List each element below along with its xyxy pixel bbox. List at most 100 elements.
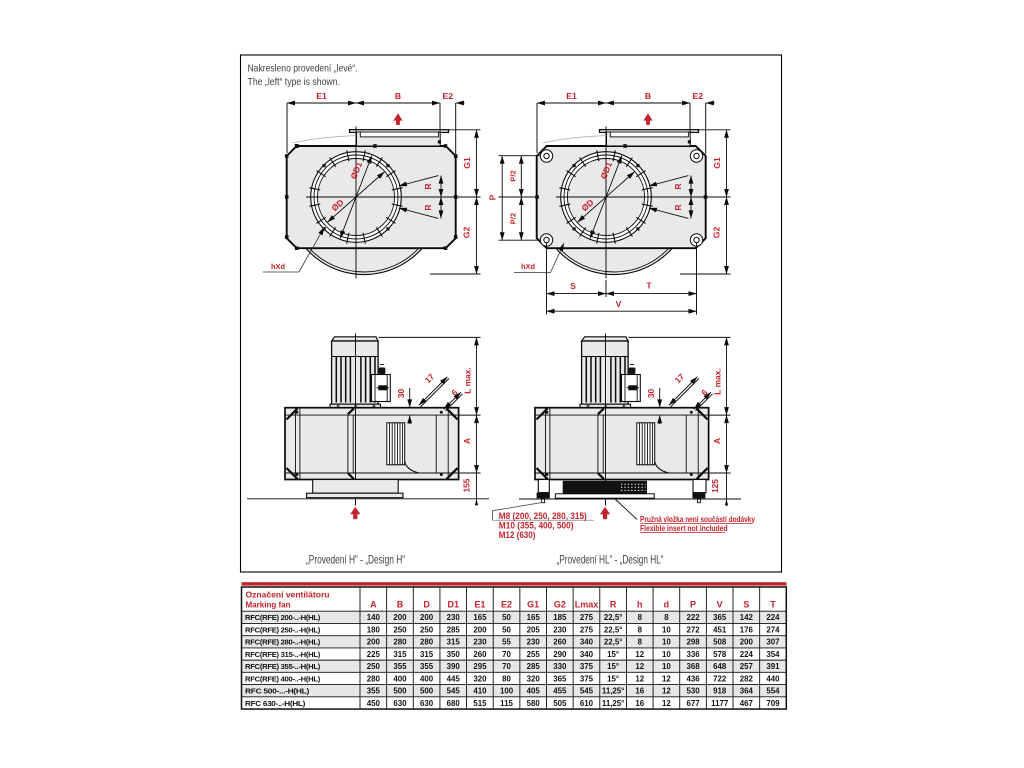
svg-text:V: V xyxy=(616,299,622,309)
svg-text:230: 230 xyxy=(527,638,541,647)
svg-text:P/2: P/2 xyxy=(509,213,518,224)
svg-text:405: 405 xyxy=(527,687,541,696)
svg-text:400: 400 xyxy=(393,674,407,683)
svg-text:225: 225 xyxy=(367,650,381,659)
svg-text:hXd: hXd xyxy=(271,262,285,271)
svg-text:L max.: L max. xyxy=(462,367,472,393)
svg-text:282: 282 xyxy=(740,674,754,683)
svg-text:8: 8 xyxy=(638,625,643,634)
svg-text:„Provedení HL“ - „Design HL“: „Provedení HL“ - „Design HL“ xyxy=(557,554,664,567)
svg-text:RFC(RFE) 355-..-H(HL): RFC(RFE) 355-..-H(HL) xyxy=(245,662,321,671)
svg-text:10: 10 xyxy=(662,638,671,647)
svg-text:307: 307 xyxy=(766,638,780,647)
svg-text:580: 580 xyxy=(527,699,541,708)
svg-text:680: 680 xyxy=(447,699,461,708)
svg-text:280: 280 xyxy=(367,674,381,683)
svg-text:390: 390 xyxy=(447,662,461,671)
svg-text:A: A xyxy=(712,438,722,444)
svg-text:315: 315 xyxy=(393,650,407,659)
svg-text:Označení ventilátoru: Označení ventilátoru xyxy=(246,590,330,600)
svg-text:320: 320 xyxy=(473,674,487,683)
svg-text:d: d xyxy=(664,600,670,610)
svg-text:RFC(RFE) 200-..-H(HL): RFC(RFE) 200-..-H(HL) xyxy=(245,613,321,622)
svg-text:70: 70 xyxy=(502,662,511,671)
svg-text:10: 10 xyxy=(662,662,671,671)
svg-text:115: 115 xyxy=(500,699,513,708)
svg-text:530: 530 xyxy=(686,687,700,696)
svg-text:M12 (630): M12 (630) xyxy=(499,530,536,540)
svg-text:648: 648 xyxy=(713,662,727,671)
svg-text:10: 10 xyxy=(662,650,671,659)
svg-text:315: 315 xyxy=(447,638,461,647)
svg-text:80: 80 xyxy=(502,674,511,683)
svg-text:445: 445 xyxy=(447,674,461,683)
svg-text:545: 545 xyxy=(580,687,594,696)
svg-text:365: 365 xyxy=(553,674,567,683)
svg-text:554: 554 xyxy=(766,687,780,696)
svg-text:355: 355 xyxy=(393,662,407,671)
svg-text:250: 250 xyxy=(420,625,434,634)
svg-text:50: 50 xyxy=(502,625,511,634)
svg-text:B: B xyxy=(397,600,404,610)
svg-text:410: 410 xyxy=(473,687,487,696)
svg-text:B: B xyxy=(395,91,401,101)
svg-text:8: 8 xyxy=(664,613,669,622)
svg-text:RFC(RFE) 280-..-H(HL): RFC(RFE) 280-..-H(HL) xyxy=(245,638,321,647)
svg-text:L max.: L max. xyxy=(712,368,722,394)
svg-text:G2: G2 xyxy=(462,227,472,239)
svg-text:Marking fan: Marking fan xyxy=(246,600,291,610)
svg-text:260: 260 xyxy=(473,650,487,659)
svg-text:15°: 15° xyxy=(607,650,619,659)
svg-text:450: 450 xyxy=(367,699,381,708)
svg-text:A: A xyxy=(462,438,472,444)
svg-text:M10 (355, 400, 500): M10 (355, 400, 500) xyxy=(499,521,574,531)
svg-text:250: 250 xyxy=(367,662,381,671)
svg-text:451: 451 xyxy=(713,625,727,634)
svg-text:15°: 15° xyxy=(607,674,619,683)
svg-text:180: 180 xyxy=(367,625,381,634)
svg-text:275: 275 xyxy=(580,625,594,634)
svg-text:P: P xyxy=(690,600,696,610)
svg-text:340: 340 xyxy=(580,638,594,647)
svg-text:P/2: P/2 xyxy=(509,170,518,181)
svg-text:709: 709 xyxy=(766,699,780,708)
svg-text:R: R xyxy=(423,183,433,190)
svg-text:500: 500 xyxy=(393,687,407,696)
svg-text:336: 336 xyxy=(686,650,700,659)
svg-text:hXd: hXd xyxy=(521,262,535,271)
svg-text:155: 155 xyxy=(461,478,471,492)
svg-text:70: 70 xyxy=(502,650,511,659)
svg-text:440: 440 xyxy=(766,674,780,683)
svg-text:h: h xyxy=(637,600,643,610)
svg-text:12: 12 xyxy=(662,674,671,683)
svg-text:391: 391 xyxy=(766,662,780,671)
svg-text:16: 16 xyxy=(635,687,644,696)
svg-text:G2: G2 xyxy=(554,600,566,610)
svg-text:257: 257 xyxy=(740,662,754,671)
svg-text:610: 610 xyxy=(580,699,594,708)
svg-text:260: 260 xyxy=(553,638,567,647)
svg-text:RFC 630-..-H(HL): RFC 630-..-H(HL) xyxy=(245,699,306,708)
svg-text:E2: E2 xyxy=(501,600,512,610)
svg-text:400: 400 xyxy=(420,674,434,683)
svg-text:436: 436 xyxy=(686,674,700,683)
svg-text:295: 295 xyxy=(473,662,487,671)
svg-text:S: S xyxy=(570,281,576,291)
svg-text:D: D xyxy=(423,600,430,610)
svg-text:12: 12 xyxy=(635,662,644,671)
svg-text:255: 255 xyxy=(527,650,541,659)
svg-text:355: 355 xyxy=(367,687,381,696)
svg-text:E1: E1 xyxy=(316,91,327,101)
svg-text:330: 330 xyxy=(553,662,567,671)
svg-text:50: 50 xyxy=(502,613,511,622)
svg-text:R: R xyxy=(610,600,617,610)
svg-text:Flexible insert not included: Flexible insert not included xyxy=(640,524,728,533)
svg-text:8: 8 xyxy=(638,638,643,647)
svg-text:185: 185 xyxy=(553,613,567,622)
svg-text:Pružná vložka není součástí do: Pružná vložka není součástí dodávky xyxy=(640,515,756,524)
svg-text:364: 364 xyxy=(740,687,754,696)
svg-text:630: 630 xyxy=(420,699,434,708)
svg-text:The „left“ type is shown.: The „left“ type is shown. xyxy=(248,77,341,88)
svg-text:275: 275 xyxy=(580,613,594,622)
svg-text:630: 630 xyxy=(393,699,407,708)
